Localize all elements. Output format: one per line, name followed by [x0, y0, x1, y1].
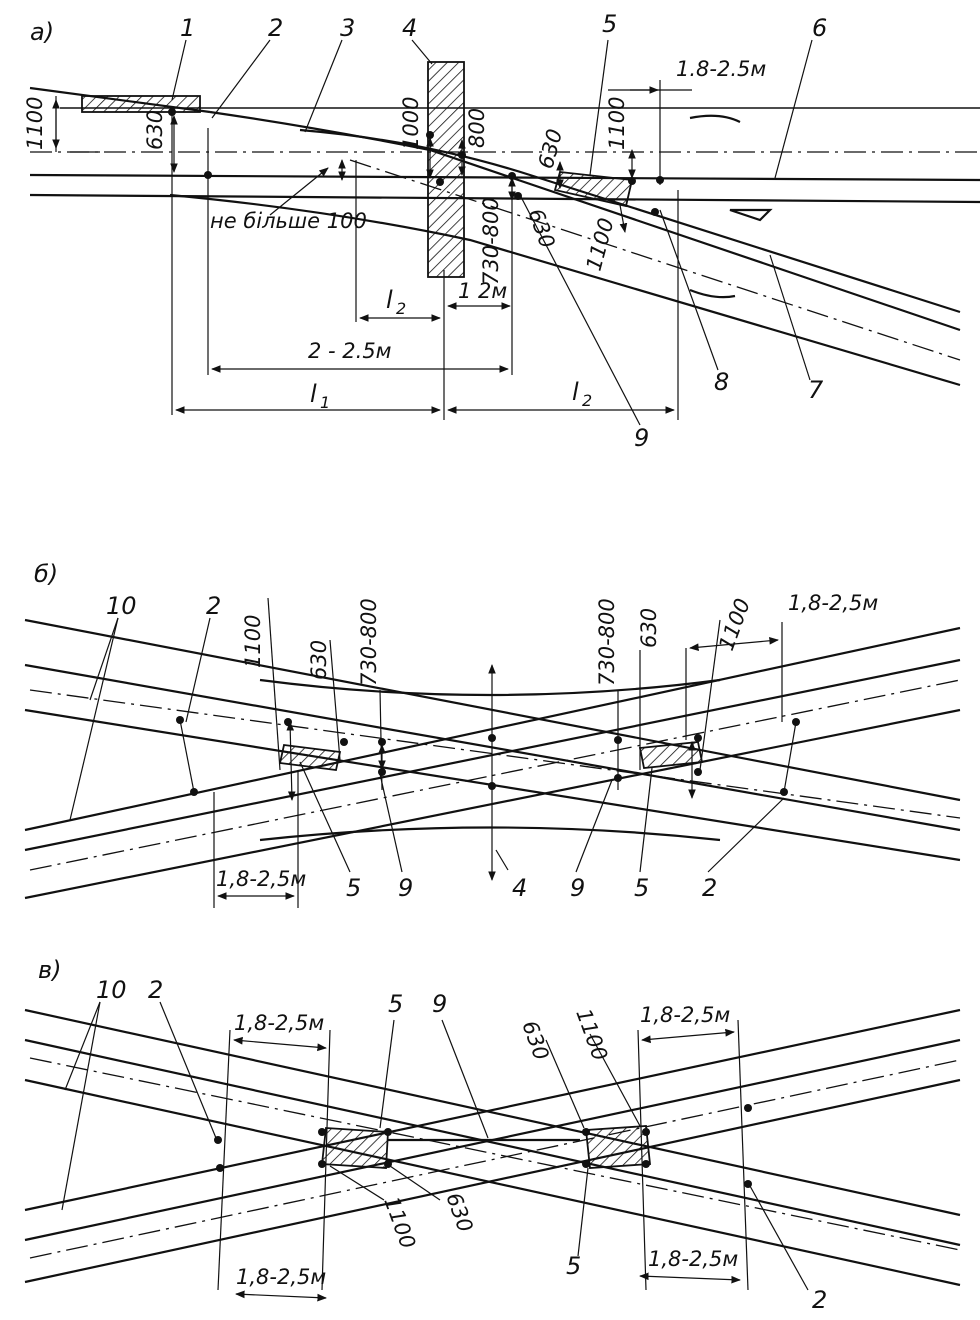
hatched-wall-4: [427, 61, 465, 278]
callout-a-6: 6: [812, 14, 827, 42]
callout-a-7: 7: [808, 376, 824, 404]
platform-block-1: [81, 95, 201, 113]
dim-a-730-800: 730-800: [479, 197, 503, 285]
dim-a-800: 800: [465, 108, 489, 148]
panel-a-horizontal-dims: [175, 86, 692, 414]
dim-a-1-8-2-5: 1.8-2.5м: [676, 57, 766, 81]
callout-a-9: 9: [634, 424, 649, 452]
dim-a-2-2-5m: 2 - 2.5м: [308, 339, 392, 363]
dim-a-l2-left: l: [386, 286, 393, 314]
dim-b-1-8-2-5-bottom: 1,8-2,5м: [216, 867, 306, 891]
panel-b-tracks: [24, 618, 961, 900]
dim-b-1100-right: 1100: [714, 595, 755, 653]
dim-b-730-800-right: 730-800: [595, 598, 619, 686]
callout-b-2-left: 2: [206, 592, 221, 620]
dim-a-1100-left: 1100: [23, 97, 47, 150]
dim-a-l2-left-sub: 2: [396, 299, 406, 318]
dim-a-1100-mid: 1100: [605, 97, 629, 150]
callout-a-1: 1: [180, 14, 195, 42]
panel-a-letter: а): [30, 18, 54, 46]
dim-c-630-bottom-left: 630: [441, 1190, 477, 1236]
dim-b-1-8-2-5-top: 1,8-2,5м: [788, 591, 878, 615]
callout-b-5-right: 5: [634, 874, 649, 902]
callout-a-4: 4: [402, 14, 417, 42]
panel-a: а): [23, 10, 980, 452]
dim-a-1100-low: 1100: [582, 215, 619, 273]
dim-b-630-right: 630: [637, 608, 661, 648]
dim-a-not-more-100: не більше 100: [210, 209, 367, 233]
callout-a-8: 8: [714, 368, 729, 396]
dim-a-l1-sub: 1: [320, 393, 330, 412]
callout-b-5-left: 5: [346, 874, 361, 902]
callout-c-5-top: 5: [388, 990, 403, 1018]
panel-b-dim-arrows: [217, 636, 779, 900]
panel-a-dim-arrows: [52, 99, 636, 233]
callout-b-2-right: 2: [702, 874, 717, 902]
dim-c-1-8-2-5-bottom-right: 1,8-2,5м: [648, 1247, 738, 1271]
callout-b-4: 4: [512, 874, 527, 902]
panel-c: в): [24, 956, 961, 1314]
panel-c-tracks: [24, 1008, 961, 1287]
panel-b: б): [24, 560, 961, 908]
dim-a-630-left: 630: [143, 110, 167, 150]
dim-a-630-mid: 630: [534, 126, 568, 171]
panel-c-extension-lines: [217, 1019, 749, 1291]
callout-c-5-bottom: 5: [566, 1252, 581, 1280]
callout-b-9-left: 9: [398, 874, 413, 902]
panel-b-letter: б): [34, 560, 58, 588]
hatched-block-c-left: [321, 1127, 389, 1169]
dim-a-l2-right-sub: 2: [582, 391, 592, 410]
dim-c-1100-top-right: 1100: [571, 1006, 612, 1064]
dim-a-l2-right: l: [572, 378, 579, 406]
panel-a-tracks: [29, 86, 980, 387]
hatched-block-b-right: [638, 741, 704, 769]
callout-c-2-right: 2: [812, 1286, 827, 1314]
hatched-block-b-left: [278, 744, 342, 771]
callout-c-9: 9: [432, 990, 447, 1018]
dim-c-1-8-2-5-top-right: 1,8-2,5м: [640, 1003, 730, 1027]
dim-a-1000: 1000: [399, 97, 423, 150]
panel-a-leaders: [171, 39, 813, 426]
dim-c-630-top-right: 630: [517, 1018, 553, 1064]
panel-c-leaders: [61, 1001, 809, 1291]
dim-b-730-800-left: 730-800: [357, 598, 381, 686]
dim-a-1-2m: 1 2м: [458, 279, 507, 303]
dim-b-630-left: 630: [307, 640, 331, 680]
panel-c-nodes: [214, 1104, 752, 1188]
panel-b-extension-lines: [179, 597, 797, 908]
dim-a-630-low: 630: [523, 206, 559, 252]
hatched-block-c-right: [585, 1125, 651, 1169]
dim-c-1-8-2-5-bottom-left: 1,8-2,5м: [236, 1265, 326, 1289]
dim-a-l1: l: [310, 380, 317, 408]
callout-b-10: 10: [106, 592, 137, 620]
callout-c-2-left: 2: [148, 976, 163, 1004]
callout-c-10: 10: [96, 976, 127, 1004]
panel-c-dim-arrows: [233, 1028, 741, 1302]
panel-b-leaders: [69, 617, 785, 873]
callout-b-9-right: 9: [570, 874, 585, 902]
callout-a-3: 3: [340, 14, 355, 42]
callout-a-2: 2: [268, 14, 283, 42]
panel-c-letter: в): [38, 956, 62, 984]
dim-c-1-8-2-5-top-left: 1,8-2,5м: [234, 1011, 324, 1035]
callout-a-5: 5: [602, 10, 617, 38]
dim-c-1100-bottom-left: 1100: [379, 1194, 420, 1252]
dim-b-1100-left: 1100: [241, 615, 265, 668]
